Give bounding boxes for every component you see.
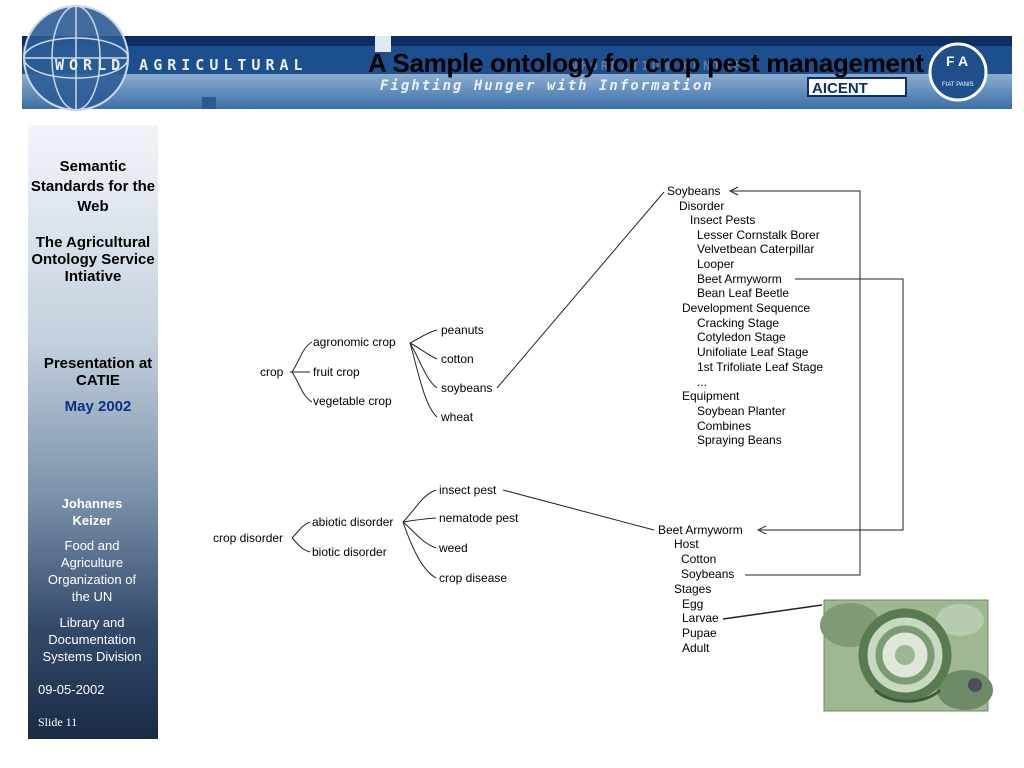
soy-item: Soybean Planter	[697, 404, 786, 418]
soy-item: Cotyledon Stage	[697, 330, 786, 344]
armyworm-item: Pupae	[682, 626, 717, 640]
soy-item: Disorder	[679, 199, 724, 213]
soy-item: Bean Leaf Beetle	[697, 286, 789, 300]
aicent-logo: AICENT	[812, 80, 868, 97]
node-crop: crop	[260, 365, 284, 379]
banner-tagline: Fighting Hunger with Information	[380, 78, 714, 94]
node-crop-disease: crop disease	[439, 571, 507, 585]
armyworm-item: Larvae	[682, 611, 719, 625]
soy-item: Insect Pests	[690, 213, 755, 227]
soy-item: Development Sequence	[682, 301, 810, 315]
sidebar-author: Johannes Keizer	[61, 496, 123, 528]
node-weed: weed	[438, 541, 468, 555]
node-cotton: cotton	[441, 352, 474, 366]
sidebar-date-label: May 2002	[64, 398, 132, 415]
node-peanuts: peanuts	[441, 323, 484, 337]
sidebar-heading-semantic: Semantic Standards for the Web	[30, 158, 156, 215]
node-wheat: wheat	[440, 410, 474, 424]
armyworm-panel: Beet Armyworm Host Cotton Soybeans Stage…	[658, 523, 743, 655]
svg-text:F: F	[946, 53, 955, 69]
soy-item: Soybeans	[667, 184, 720, 198]
node-vegetable-crop: vegetable crop	[313, 394, 392, 408]
soybeans-panel: Soybeans Disorder Insect Pests Lesser Co…	[667, 184, 823, 447]
sidebar-division: Library and Documentation Systems Divisi…	[42, 615, 142, 664]
node-crop-disorder: crop disorder	[213, 531, 283, 545]
sidebar-org: Food and Agriculture Organization of the…	[47, 538, 137, 604]
soy-item: 1st Trifoliate Leaf Stage	[697, 360, 823, 374]
slide-title: A Sample ontology for crop pest manageme…	[368, 48, 924, 78]
armyworm-item: Beet Armyworm	[658, 523, 743, 537]
svg-text:FIAT PANIS: FIAT PANIS	[942, 82, 974, 88]
svg-text:A: A	[958, 53, 968, 69]
node-biotic-disorder: biotic disorder	[312, 545, 387, 559]
node-fruit-crop: fruit crop	[313, 365, 360, 379]
soy-item: Unifoliate Leaf Stage	[697, 345, 809, 359]
header-banner: WORLD AGRICULTURAL INFORMATION CENTRE Fi…	[22, 5, 1012, 111]
soy-item: Equipment	[682, 389, 740, 403]
sidebar-heading-aos: The Agricultural Ontology Service Intiat…	[31, 234, 155, 285]
banner-org-right: INFORMATION CENTRE	[560, 59, 744, 73]
soy-item: Spraying Beans	[697, 433, 782, 447]
node-insect-pest: insect pest	[439, 483, 497, 497]
soy-item: Combines	[697, 419, 751, 433]
banner-org-left: WORLD AGRICULTURAL	[55, 56, 308, 74]
globe-logo-icon	[23, 5, 129, 111]
armyworm-photo	[820, 599, 993, 712]
slide-number: Slide 11	[38, 715, 78, 729]
soy-item: Looper	[697, 257, 734, 271]
node-agronomic-crop: agronomic crop	[313, 335, 396, 349]
sidebar: Semantic Standards for the Web The Agric…	[28, 125, 158, 739]
soy-item: Velvetbean Caterpillar	[697, 242, 814, 256]
soy-item: Cracking Stage	[697, 316, 779, 330]
armyworm-item: Adult	[682, 641, 710, 655]
sidebar-date: 09-05-2002	[38, 682, 105, 697]
node-soybeans: soybeans	[441, 381, 492, 395]
armyworm-item: Cotton	[681, 552, 716, 566]
armyworm-item: Host	[674, 537, 699, 551]
soy-item: Lesser Cornstalk Borer	[697, 228, 820, 242]
sidebar-presentation: Presentation at CATIE	[43, 355, 153, 389]
soy-item: Beet Armyworm	[697, 272, 782, 286]
armyworm-item: Stages	[674, 582, 711, 596]
node-abiotic-disorder: abiotic disorder	[312, 515, 393, 529]
armyworm-item: Egg	[682, 597, 703, 611]
armyworm-item: Soybeans	[681, 567, 734, 581]
node-nematode-pest: nematode pest	[439, 511, 519, 525]
fao-seal-icon: F A FIAT PANIS	[928, 42, 988, 102]
soy-item: ...	[697, 375, 707, 389]
